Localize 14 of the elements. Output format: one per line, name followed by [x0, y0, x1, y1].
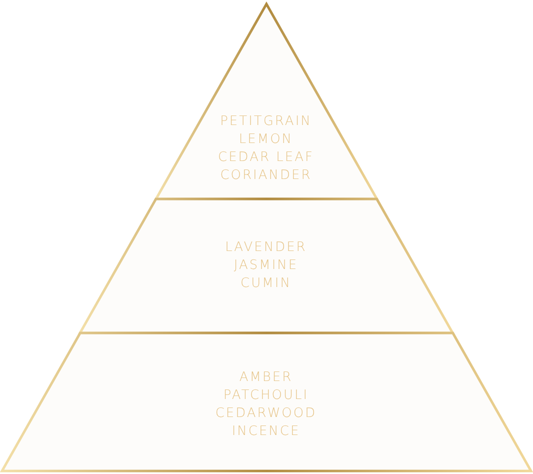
note-name: JASMINE	[234, 257, 298, 275]
note-name: INCENCE	[232, 423, 300, 441]
note-name: CEDARWOOD	[215, 405, 317, 423]
note-name: CEDAR LEAF	[218, 149, 314, 167]
pyramid-base-section	[0, 331, 532, 473]
note-name: PETITGRAIN	[220, 113, 312, 131]
note-name: CORIANDER	[220, 167, 312, 185]
note-name: CUMIN	[240, 275, 292, 293]
note-name: PATCHOULI	[223, 387, 309, 405]
note-name: AMBER	[239, 369, 293, 387]
note-name: LEMON	[238, 131, 294, 149]
pyramid-top-section	[154, 2, 378, 201]
note-name: LAVENDER	[225, 239, 307, 257]
pyramid-middle-section	[78, 197, 454, 335]
